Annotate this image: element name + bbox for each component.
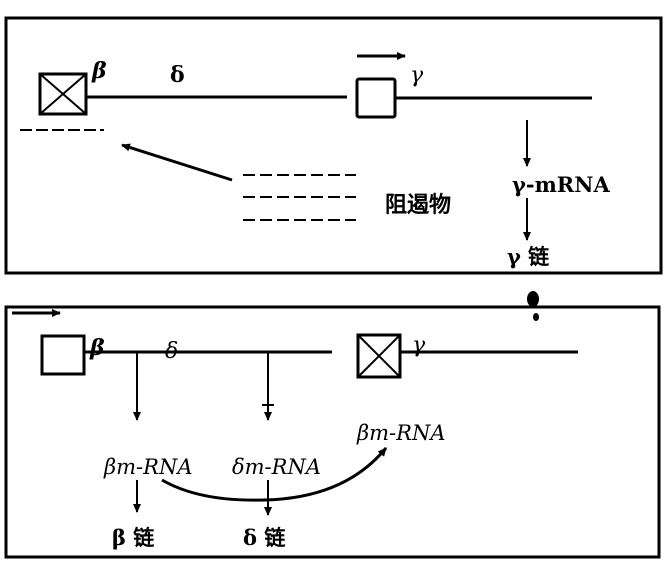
beta-gene-repressed-box	[38, 72, 88, 116]
gamma-mrna-label: γ-mRNA	[512, 172, 610, 197]
ink-blot	[527, 291, 539, 307]
repressor-label: 阻遏物	[385, 192, 451, 218]
beta-mrna-repressor-label: βm-RNA	[356, 421, 446, 445]
beta-mrna-label: βm-RNA	[103, 455, 193, 479]
top-panel: β δ γ 阻遏物 γ-mRNA γ 链	[4, 16, 663, 275]
top-gene-delta-label: δ	[170, 62, 185, 88]
repressor-binding-arrow-icon	[121, 143, 233, 182]
beta-gene-box	[40, 334, 86, 376]
top-panel-frame	[4, 16, 663, 275]
repressor-molecules	[243, 174, 356, 221]
curved-repression-arrow-icon	[161, 447, 388, 502]
bottom-gene-gamma-label: γ	[412, 333, 426, 358]
gamma-chain-label: γ 链	[507, 244, 550, 269]
bottom-panel: β δ γ βm-RNA βm-RNA δm-RNA β 链 δ 链	[4, 305, 661, 559]
gamma-gene-box	[355, 77, 397, 119]
bottom-gene-beta-label: β	[89, 335, 105, 361]
delta-chain-label: δ 链	[243, 525, 286, 550]
gamma-gene-repressed-box	[356, 333, 402, 379]
ink-blot	[533, 313, 539, 321]
bottom-panel-frame	[4, 305, 661, 559]
beta-chain-label: β 链	[112, 525, 155, 550]
delta-mrna-label: δm-RNA	[232, 455, 321, 479]
top-gene-beta-label: β	[91, 58, 107, 84]
top-gene-gamma-label: γ	[410, 63, 424, 88]
